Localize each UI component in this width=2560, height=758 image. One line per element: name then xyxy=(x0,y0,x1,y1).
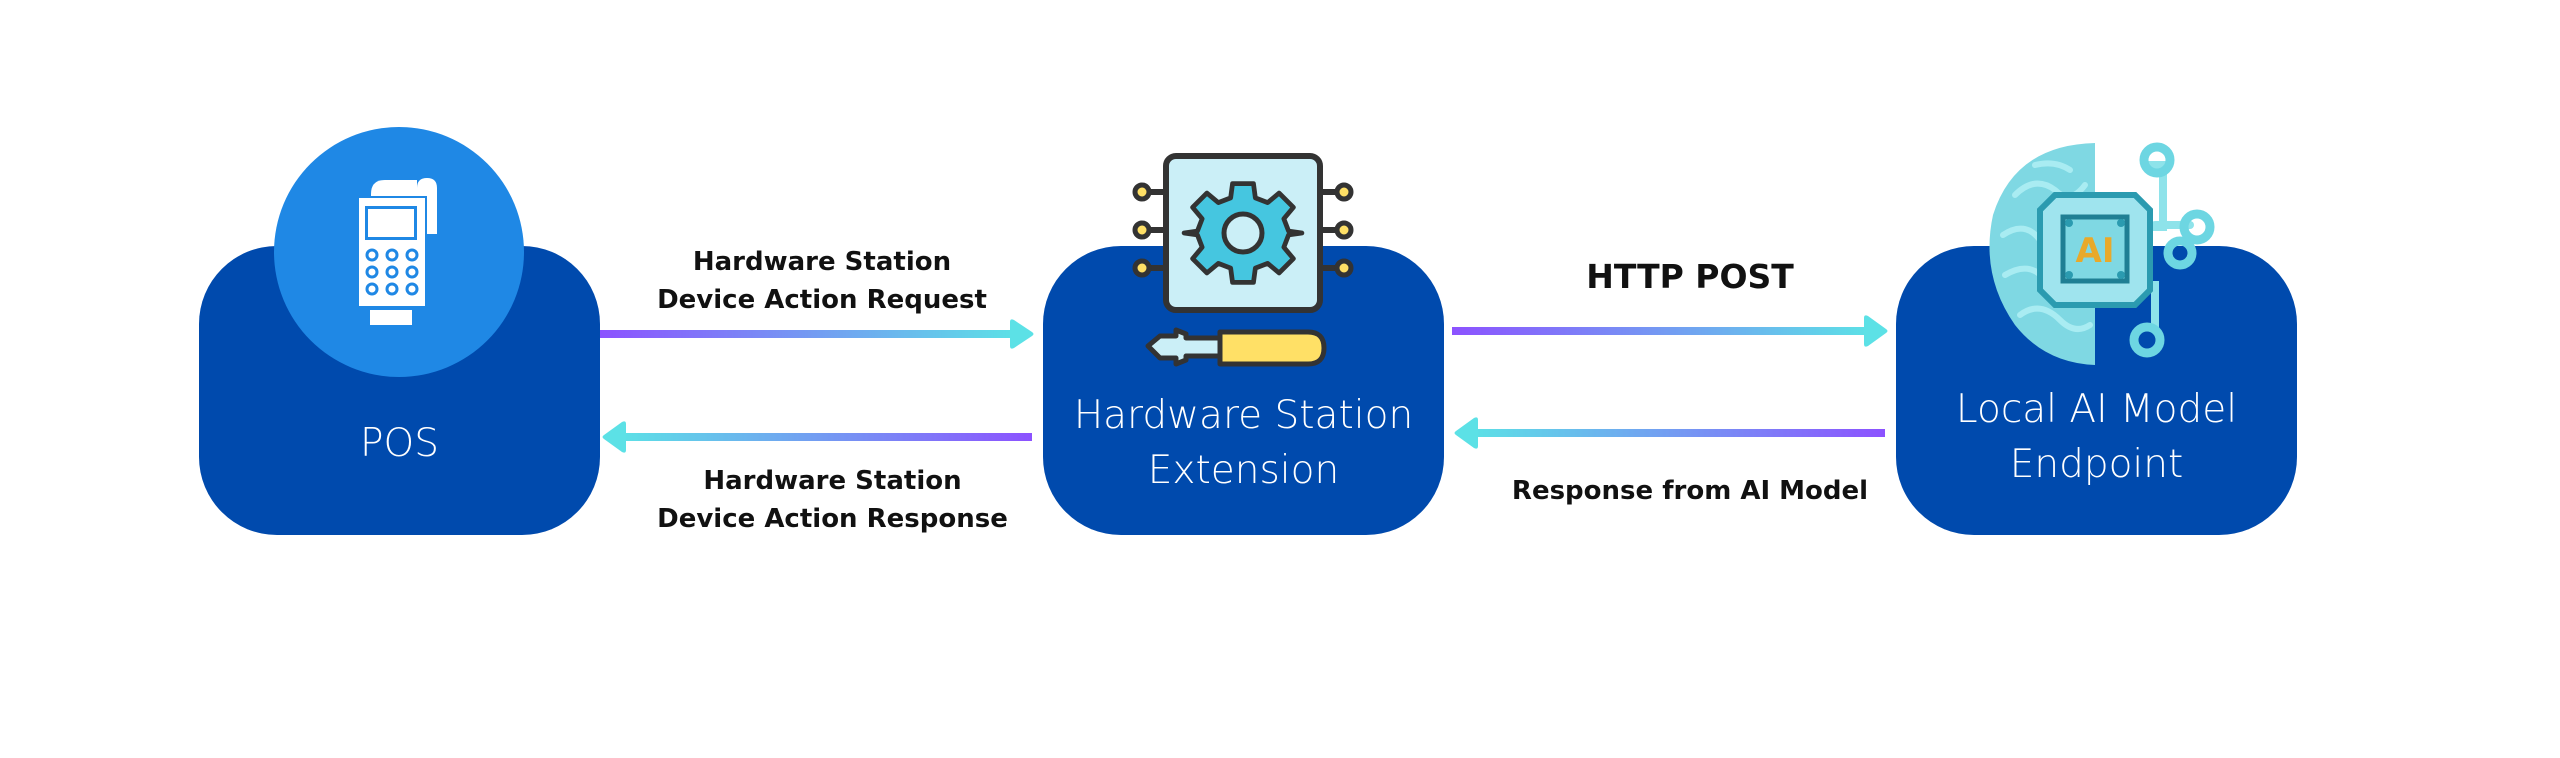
edge-label-response-line2: Device Action Response xyxy=(657,504,1008,534)
node-hse-label: Hardware Station Extension xyxy=(1043,388,1444,498)
ai-chip-text: AI xyxy=(2076,231,2115,271)
pos-terminal-icon xyxy=(357,178,437,325)
node-hse-label-line1: Hardware Station xyxy=(1073,393,1414,438)
edge-label-response-line1: Hardware Station xyxy=(703,466,962,496)
edge-label-device-action-response: Hardware Station Device Action Response xyxy=(640,462,1025,538)
node-hse-label-line2: Extension xyxy=(1147,448,1340,493)
arrow-hse-to-pos xyxy=(602,421,1032,453)
node-ai-label-line1: Local AI Model xyxy=(1955,387,2238,432)
arrow-hse-to-ai xyxy=(1452,315,1888,347)
edge-label-request-line1: Hardware Station xyxy=(692,247,952,277)
edge-label-request-line2: Device Action Request xyxy=(657,285,987,315)
edge-label-response-from-ai-model: Response from AI Model xyxy=(1511,476,1869,506)
node-ai-label: Local AI Model Endpoint xyxy=(1896,382,2297,492)
ai-brain-chip-icon: AI xyxy=(1989,142,2215,365)
gear-chip-screwdriver-icon xyxy=(1132,153,1354,367)
node-ai-label-line2: Endpoint xyxy=(2009,442,2184,487)
arrow-ai-to-hse xyxy=(1454,417,1885,449)
arrow-pos-to-hse xyxy=(600,319,1034,349)
edge-label-device-action-request: Hardware Station Device Action Request xyxy=(632,243,1012,319)
node-pos-label: POS xyxy=(360,421,439,466)
edge-label-http-post: HTTP POST xyxy=(1586,257,1794,296)
